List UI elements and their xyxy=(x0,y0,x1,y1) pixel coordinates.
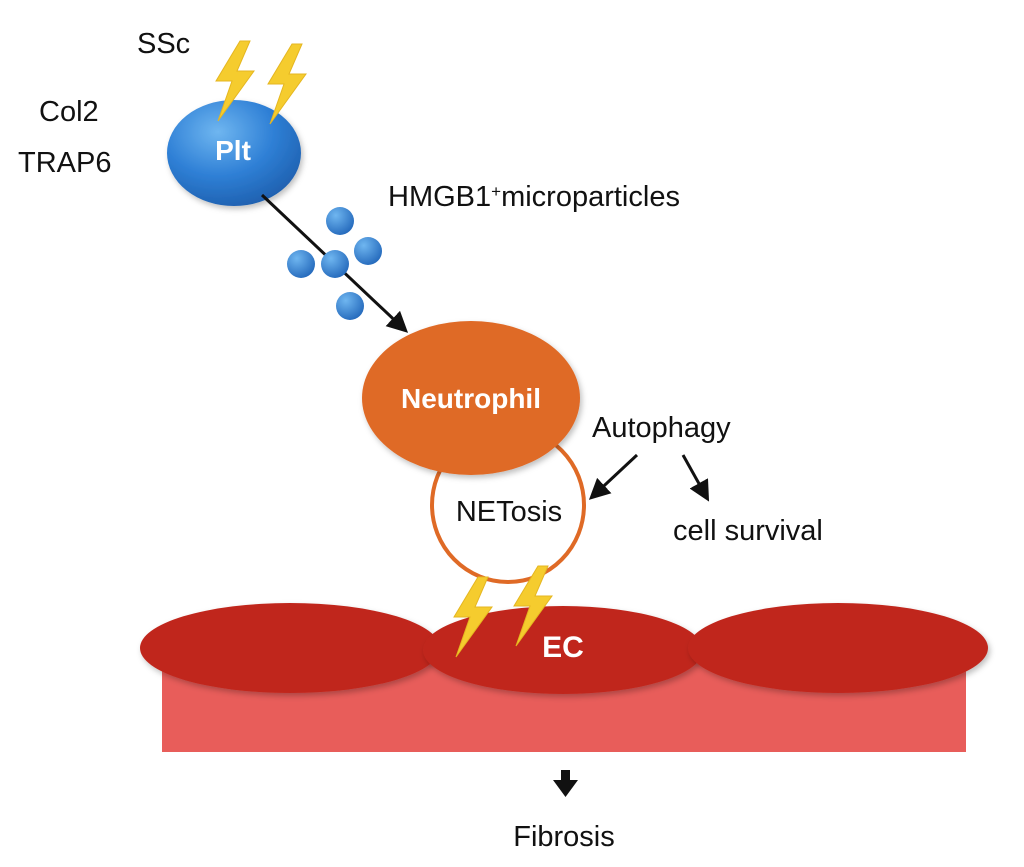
label-hmgb1-superscript: + xyxy=(491,182,501,201)
label-autophagy: Autophagy xyxy=(592,412,731,444)
label-hmgb1-microparticles: HMGB1+microparticles xyxy=(388,181,680,213)
neutrophil-cell xyxy=(362,321,580,475)
down-arrow-icon xyxy=(553,770,578,797)
endothelial-cell-right xyxy=(688,603,988,693)
label-microparticles: microparticles xyxy=(501,181,680,213)
lightning-bolt-icon xyxy=(267,43,307,125)
endothelial-cell-center xyxy=(423,606,703,694)
label-trap6: TRAP6 xyxy=(18,147,111,179)
platelet-cell xyxy=(167,100,301,206)
microparticle xyxy=(336,292,364,320)
label-fibrosis: Fibrosis xyxy=(513,821,615,853)
microparticle xyxy=(287,250,315,278)
label-hmgb1: HMGB1 xyxy=(388,181,491,213)
microparticle xyxy=(354,237,382,265)
label-cell-survival: cell survival xyxy=(673,515,823,547)
label-platelet: Plt xyxy=(215,135,251,166)
label-col2: Col2 xyxy=(39,96,99,128)
label-endothelial-cell: EC xyxy=(542,631,584,664)
autophagy-to-netosis-arrow xyxy=(588,453,639,500)
endothelial-cell-left xyxy=(140,603,440,693)
microparticle xyxy=(326,207,354,235)
microparticle xyxy=(321,250,349,278)
label-ssc: SSc xyxy=(137,28,190,60)
autophagy-to-survival-arrow xyxy=(681,454,710,502)
label-netosis: NETosis xyxy=(456,496,562,528)
label-neutrophil: Neutrophil xyxy=(401,383,541,414)
